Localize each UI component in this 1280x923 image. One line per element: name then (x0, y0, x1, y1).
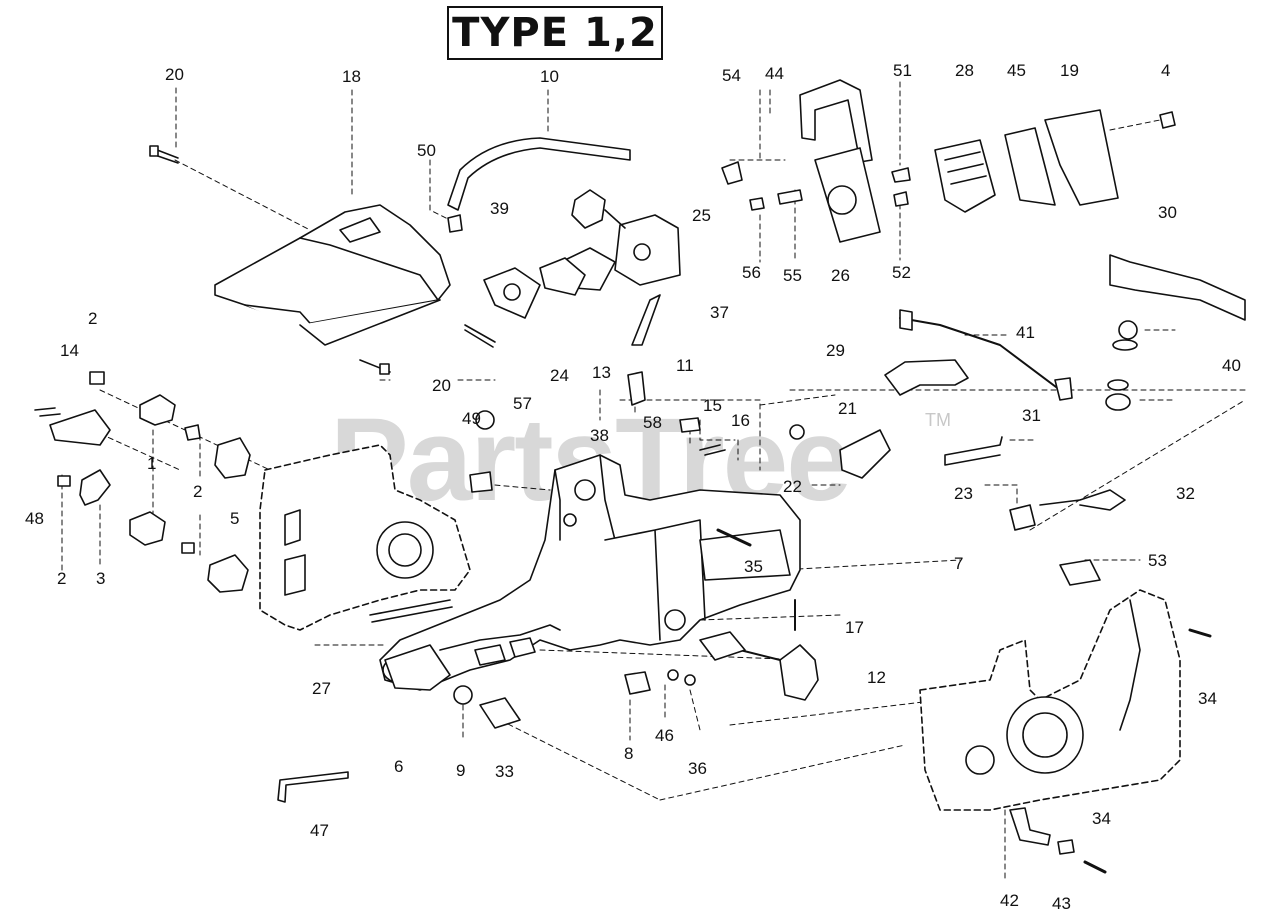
callout-48: 48 (25, 509, 44, 528)
callout-58: 58 (643, 413, 662, 432)
av-parts-left (34, 371, 251, 593)
air-filter-parts (721, 79, 1176, 243)
callout-43: 43 (1052, 894, 1071, 913)
oil-cap (779, 644, 819, 701)
callout-14: 14 (60, 341, 79, 360)
callout-31: 31 (1022, 406, 1041, 425)
wire-32 (1039, 489, 1126, 511)
callout-45: 45 (1007, 61, 1026, 80)
callout-41: 41 (1016, 323, 1035, 342)
callout-51: 51 (893, 61, 912, 80)
spring-pin (716, 528, 752, 547)
watermark-trademark: TM (925, 410, 951, 430)
callout-9: 9 (456, 761, 466, 780)
callout-53: 53 (1148, 551, 1167, 570)
throttle-rod (944, 436, 1003, 466)
callout-7: 7 (954, 554, 964, 573)
screws-top (149, 145, 496, 375)
callout-42: 42 (1000, 891, 1019, 910)
carburetor (483, 189, 681, 319)
fuel-hose (447, 137, 631, 211)
callout-16: 16 (731, 411, 750, 430)
callout-56: 56 (742, 263, 761, 282)
fuel-filter (627, 371, 646, 406)
leader-lines (61, 81, 1246, 881)
callout-4: 4 (1161, 61, 1171, 80)
chain-brake-band (1109, 254, 1246, 321)
callout-3: 3 (96, 569, 106, 588)
type-label: TYPE 1,2 (447, 6, 663, 60)
callout-2-top: 2 (88, 309, 98, 328)
callout-21: 21 (838, 399, 857, 418)
crankcase-left (259, 444, 471, 631)
callout-5: 5 (230, 509, 240, 528)
allen-key (277, 771, 349, 803)
callout-18: 18 (342, 67, 361, 86)
small-parts-bottom (453, 410, 726, 729)
callout-10: 10 (540, 67, 559, 86)
callout-8: 8 (624, 744, 634, 763)
callout-40: 40 (1222, 356, 1241, 375)
callout-39: 39 (490, 199, 509, 218)
oil-gasket (699, 631, 746, 661)
callout-38: 38 (590, 426, 609, 445)
callout-11: 11 (676, 356, 694, 375)
main-housing (379, 454, 801, 691)
callout-1: 1 (147, 454, 157, 473)
callout-23: 23 (954, 484, 973, 503)
callout-47: 47 (310, 821, 329, 840)
callout-25: 25 (692, 206, 711, 225)
screw-34 (1188, 628, 1212, 638)
grommet (447, 214, 463, 233)
callout-44: 44 (765, 64, 784, 83)
callout-17: 17 (845, 618, 864, 637)
av-spring (1059, 559, 1101, 586)
callout-19: 19 (1060, 61, 1079, 80)
handle-buffer (1009, 504, 1036, 531)
callout-27: 27 (312, 679, 331, 698)
throttle-cable (899, 317, 1061, 391)
callout-35: 35 (744, 557, 763, 576)
callout-15: 15 (703, 396, 722, 415)
callout-20: 20 (165, 65, 184, 84)
callout-13: 13 (592, 363, 611, 382)
throttle-lock (884, 359, 969, 396)
stop-switch (839, 429, 891, 479)
callout-33: 33 (495, 762, 514, 781)
callout-22: 22 (783, 477, 802, 496)
callout-34-bottom: 34 (1092, 809, 1111, 828)
callout-46: 46 (655, 726, 674, 745)
callout-12: 12 (867, 668, 886, 687)
callout-37: 37 (710, 303, 729, 322)
impulse-hose (631, 294, 661, 346)
bracket (1009, 807, 1051, 846)
av-element (384, 644, 451, 691)
callout-24: 24 (550, 366, 569, 385)
callout-32: 32 (1176, 484, 1195, 503)
callout-54: 54 (722, 66, 741, 85)
callout-49: 49 (462, 409, 481, 428)
callout-36: 36 (688, 759, 707, 778)
callout-2-bottom: 2 (57, 569, 67, 588)
callout-52: 52 (892, 263, 911, 282)
callout-20-lower: 20 (432, 376, 451, 395)
top-cover (214, 204, 451, 346)
callout-6: 6 (394, 757, 404, 776)
callout-57: 57 (513, 394, 532, 413)
callout-28: 28 (955, 61, 974, 80)
guide-bar-stud (369, 599, 453, 623)
callout-30: 30 (1158, 203, 1177, 222)
callout-34-right: 34 (1198, 689, 1217, 708)
callout-26: 26 (831, 266, 850, 285)
callout-55: 55 (783, 266, 802, 285)
callout-2-mid: 2 (193, 482, 203, 501)
callout-50: 50 (417, 141, 436, 160)
callout-29: 29 (826, 341, 845, 360)
